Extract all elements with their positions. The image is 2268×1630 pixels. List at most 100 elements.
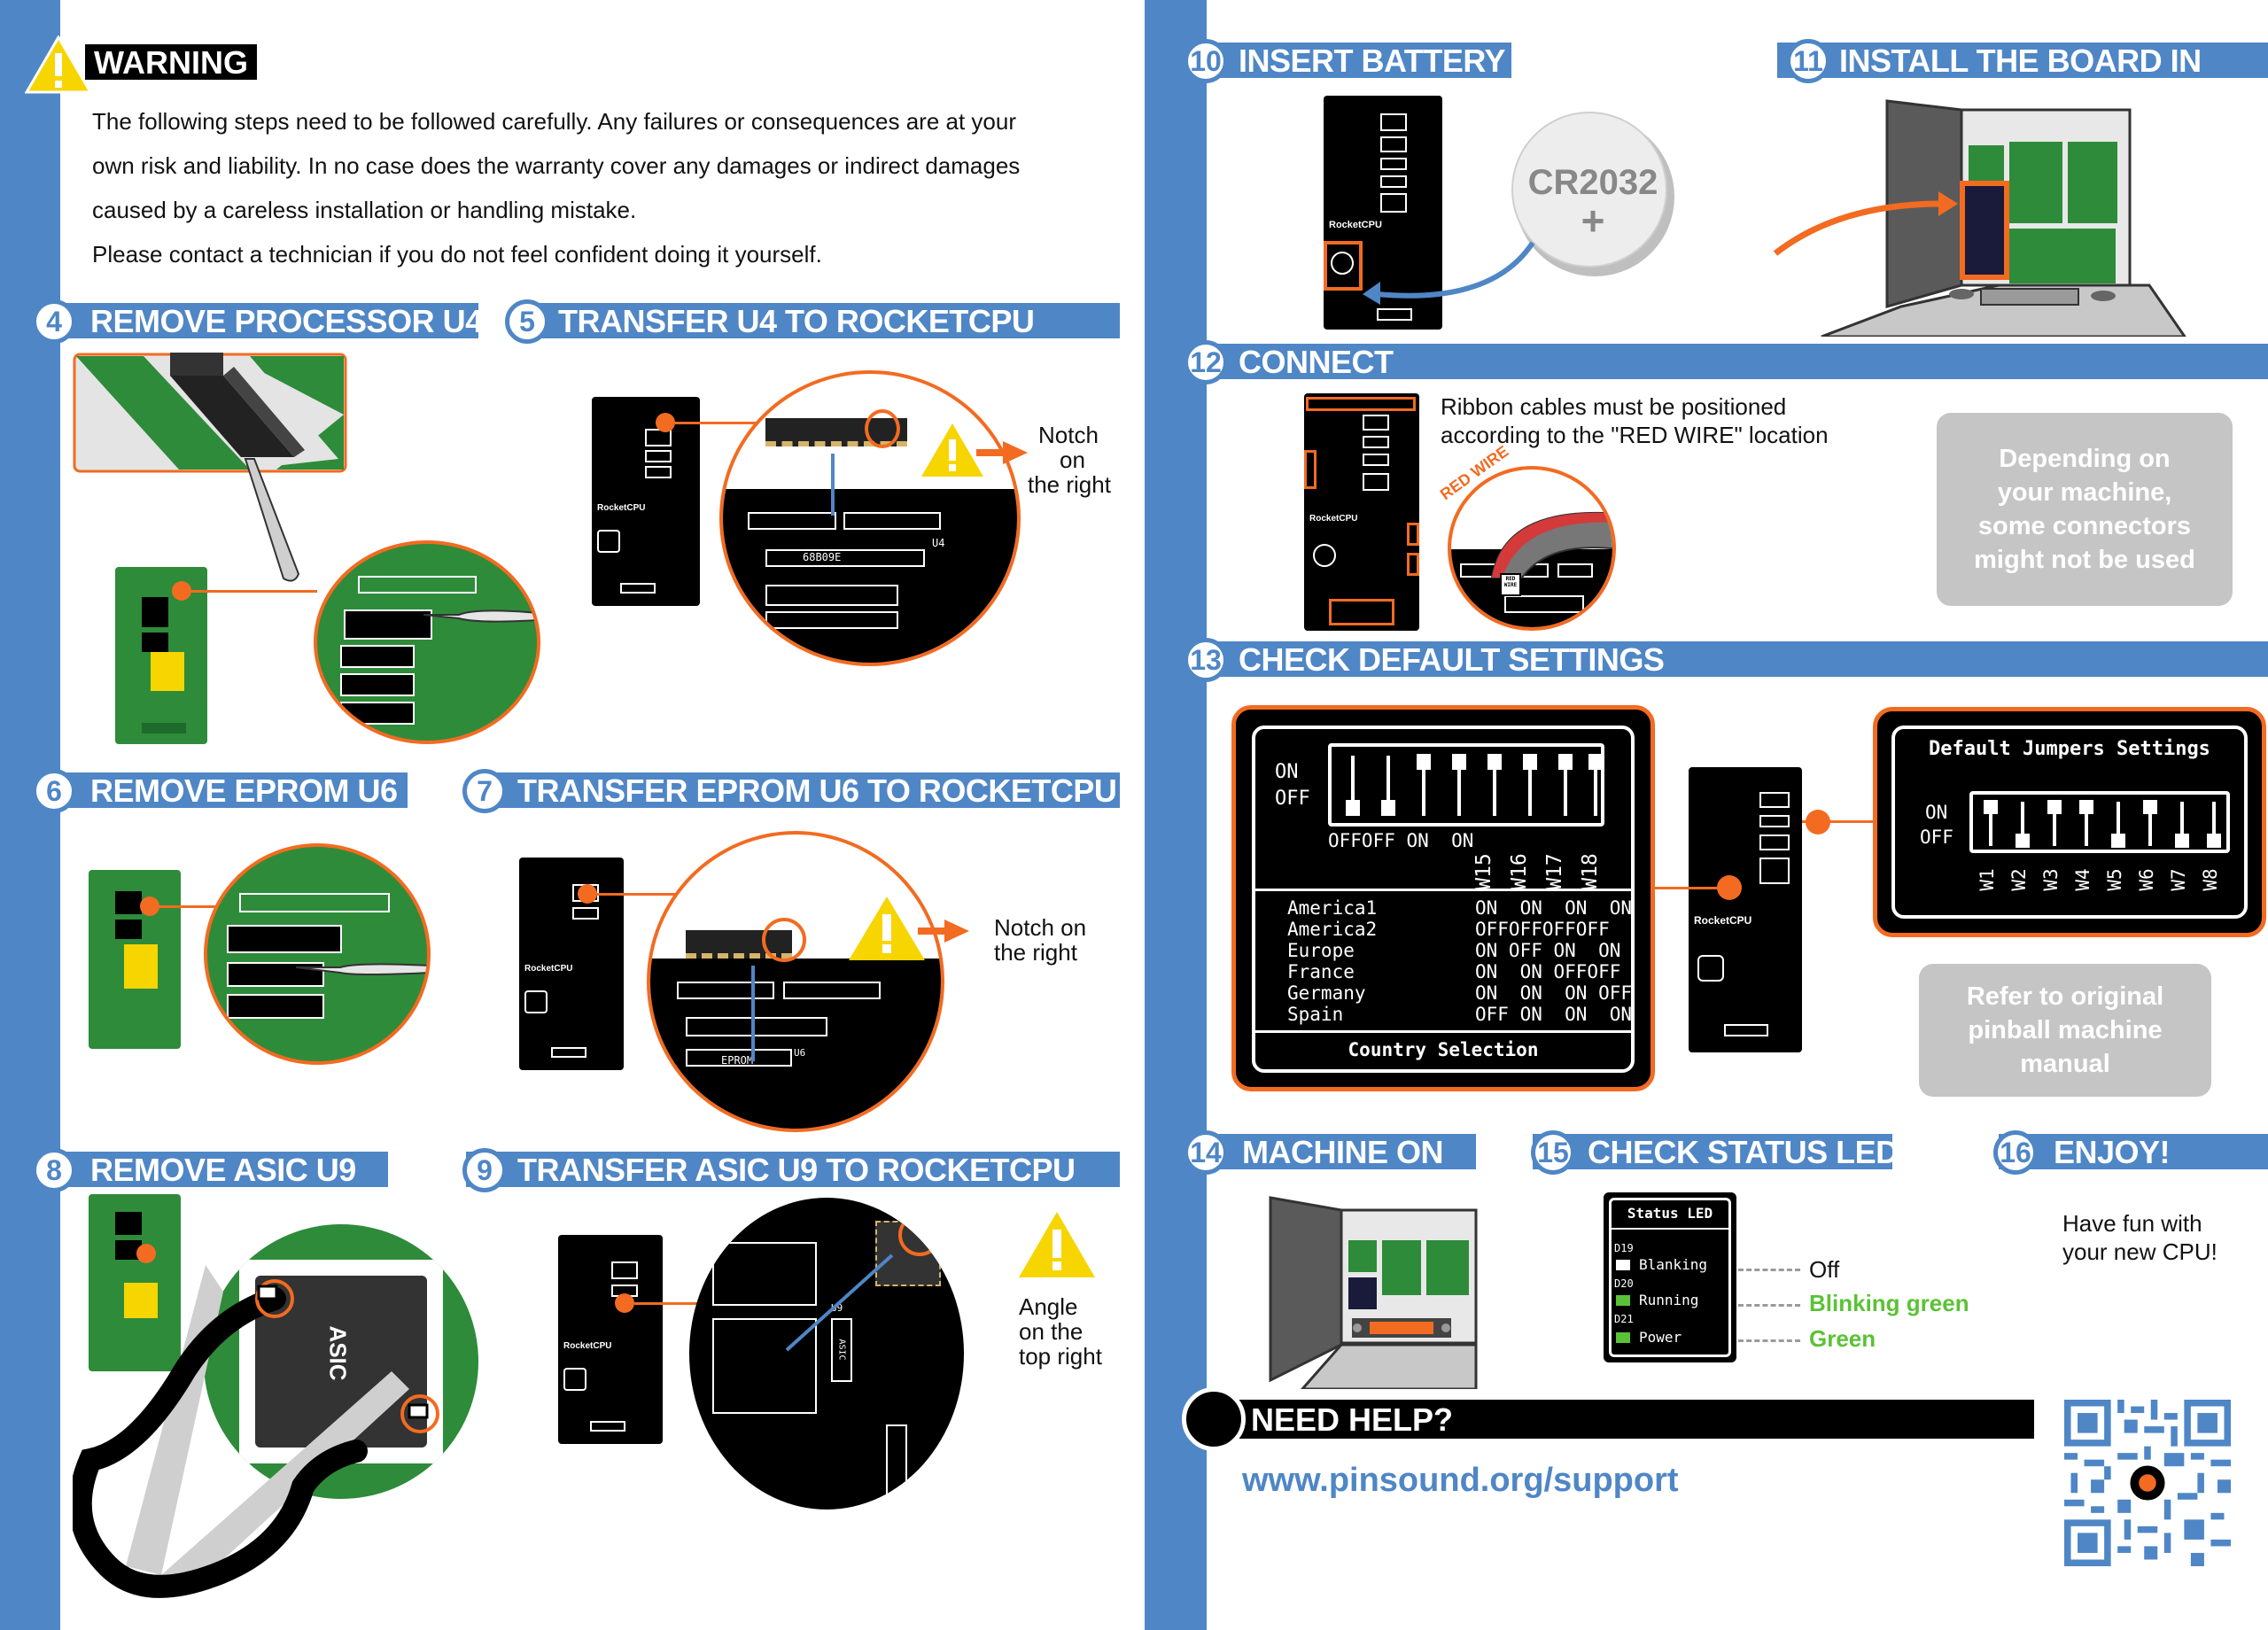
- step-6-title: REMOVE EPROM U6: [90, 772, 398, 809]
- status-state-off: Off: [1809, 1256, 1840, 1283]
- status-led-panel: Status LED D19 Blanking D20 Running D21 …: [1604, 1192, 1736, 1362]
- step-13-rocketcpu-board: RocketCPU: [1689, 767, 1802, 1052]
- step-5-arrow-icon: [976, 441, 1028, 464]
- country-row-name: France: [1287, 961, 1355, 982]
- help-url-link[interactable]: www.pinsound.org/support: [1242, 1462, 1679, 1499]
- country-row-value: OFFOFFOFFOFF: [1475, 919, 1610, 940]
- help-circle-icon: [1182, 1387, 1246, 1451]
- step-12-note-4: might not be used: [1974, 546, 2195, 574]
- step-5-chip-label: 68B09E: [803, 551, 842, 563]
- step-5-dot: [656, 413, 675, 432]
- status-led-id: D20: [1614, 1277, 1634, 1290]
- country-selection-panel: ON OFF OFFOFF ON ON W15 W16 W17 W18 Amer…: [1231, 705, 1655, 1091]
- step-12-title: CONNECT: [1239, 344, 1394, 380]
- step-5-number: 5: [505, 299, 549, 344]
- country-row-name: Germany: [1287, 982, 1366, 1004]
- pinball-cabinet-icon: [1773, 99, 2186, 337]
- battery-plus: +: [1581, 198, 1605, 244]
- step-7-arrow-icon: [918, 920, 969, 943]
- step-13-number: 13: [1184, 638, 1228, 682]
- step-12-note-box: Depending on your machine, some connecto…: [1937, 413, 2233, 606]
- step-7-warning-icon: [849, 896, 925, 960]
- step-12-number: 12: [1184, 340, 1228, 384]
- step-7-dot: [578, 884, 597, 904]
- step-12-note-2: your machine,: [1997, 478, 2172, 507]
- step-8-number: 8: [32, 1148, 76, 1192]
- step-10-header: 10 INSERT BATTERY 11 INSTALL THE BOARD I…: [1184, 39, 2268, 83]
- jumpers-note-2: pinball machine: [1968, 1016, 2163, 1044]
- step-4-title: REMOVE PROCESSOR U4: [90, 303, 483, 339]
- warning-line-3: caused by a careless installation or han…: [92, 197, 637, 223]
- country-dip-switch: [1328, 743, 1604, 827]
- step-7-rocketcpu-board: RocketCPU: [519, 858, 624, 1070]
- status-led-title: Status LED: [1627, 1205, 1713, 1222]
- step-11-title: INSTALL THE BOARD IN: [1839, 43, 2202, 79]
- jumper-label: W1: [1977, 868, 1998, 891]
- step-8-dot: [136, 1244, 156, 1263]
- country-row-value: ON ON OFFOFF: [1475, 961, 1621, 982]
- step-4-header: 4 REMOVE PROCESSOR U4 5 TRANSFER U4 TO R…: [32, 299, 1120, 344]
- step-10-illustration: RocketCPU CR2032 +: [1318, 92, 1708, 331]
- battery-arrow-icon: [1363, 241, 1535, 305]
- country-row-value: ON ON ON ON: [1475, 897, 1633, 919]
- step-4-zoom: [314, 540, 540, 744]
- country-row-value: ON OFF ON ON: [1475, 940, 1621, 961]
- warning-icon: [25, 35, 92, 94]
- center-divider-stripe: [1145, 0, 1207, 1630]
- battery-icon: CR2032 +: [1511, 112, 1674, 276]
- help-title: NEED HELP?: [1251, 1401, 1454, 1438]
- country-on-label: ON: [1275, 761, 1299, 783]
- step-7-chip-label: EPROM: [721, 1054, 754, 1067]
- left-margin-stripe: [0, 0, 60, 1630]
- step-9-rocketcpu-board: RocketCPU: [558, 1235, 663, 1444]
- country-row-value: OFF ON ON ON: [1475, 1004, 1633, 1025]
- status-led-swatch: [1616, 1260, 1630, 1270]
- country-row-name: Spain: [1287, 1004, 1344, 1025]
- asic-extractor-icon: [73, 1265, 439, 1598]
- country-footer: Country Selection: [1348, 1039, 1539, 1060]
- status-led-name: Power: [1639, 1329, 1682, 1346]
- country-off-label: OFF: [1275, 788, 1310, 810]
- step-7-number: 7: [462, 769, 507, 813]
- jumper-label: W5: [2104, 868, 2125, 891]
- step-6-number: 6: [32, 769, 76, 813]
- step-10-title: INSERT BATTERY: [1239, 43, 1506, 79]
- status-led-swatch: [1616, 1295, 1630, 1306]
- jumpers-note-3: manual: [2020, 1050, 2110, 1078]
- step-9-zoom: U9 ASIC: [689, 1198, 964, 1510]
- step-11-number: 11: [1786, 39, 1830, 83]
- step-8-title: REMOVE ASIC U9: [90, 1152, 356, 1188]
- step-5-u-label: U4: [932, 537, 945, 549]
- jumpers-dip-switch: [1969, 791, 2230, 853]
- step-9-asic-label: ASIC: [836, 1339, 847, 1361]
- step-14-header: 14 MACHINE ON 15 CHECK STATUS LED 16 ENJ…: [1184, 1130, 2268, 1175]
- step-6-small-board: [89, 870, 181, 1049]
- jumper-label: W8: [2200, 868, 2221, 891]
- step-5-zoom: 68B09E U4: [719, 370, 1021, 666]
- step-7-illustration: RocketCPU EPROM U6 Notch on the right: [517, 831, 1138, 1141]
- step-10-rocketcpu-board: RocketCPU: [1324, 96, 1442, 330]
- country-row-value: ON ON ON OFF: [1475, 982, 1633, 1004]
- step-5-title: TRANSFER U4 TO ROCKETCPU: [558, 303, 1035, 339]
- step-14-title: MACHINE ON: [1242, 1134, 1444, 1170]
- step-16-title: ENJOY!: [2054, 1134, 2171, 1170]
- step-11-illustration: [1768, 97, 2247, 337]
- step-12-note-3: some connectors: [1977, 512, 2192, 540]
- step-4-number: 4: [32, 299, 76, 344]
- step-16-text-1: Have fun with: [2062, 1210, 2202, 1237]
- jumper-label: W2: [2008, 868, 2030, 891]
- jumper-label: W6: [2136, 868, 2157, 891]
- step-13-header: 13 CHECK DEFAULT SETTINGS: [1184, 638, 2268, 682]
- step-7-title: TRANSFER EPROM U6 TO ROCKETCPU: [517, 772, 1117, 809]
- warning-title: WARNING: [85, 44, 257, 81]
- step-9-note-1: Angle: [1019, 1293, 1078, 1320]
- step-5-warning-icon: [921, 423, 983, 477]
- step-9-dot: [615, 1293, 634, 1313]
- step-9-note-3: top right: [1019, 1343, 1102, 1370]
- step-7-note-1: Notch on: [994, 914, 1087, 941]
- country-row-name: America1: [1287, 897, 1378, 919]
- step-7-u-label: U6: [794, 1047, 806, 1059]
- jumpers-on-label: ON: [1925, 802, 1948, 823]
- step-6-dot: [140, 896, 159, 916]
- step-5-illustration: RocketCPU 68B09E U4 Notch on the right: [588, 370, 1129, 760]
